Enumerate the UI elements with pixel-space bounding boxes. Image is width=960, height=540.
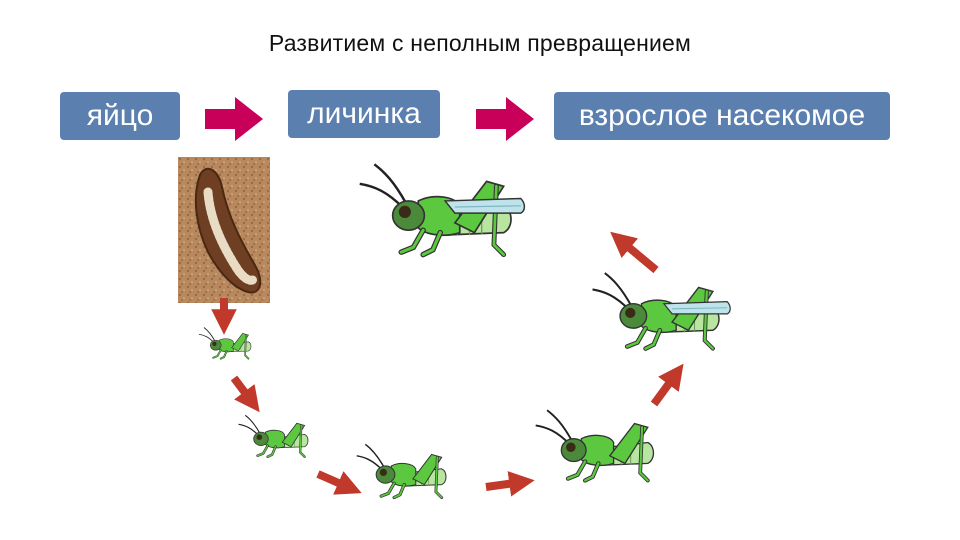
stage-arrow-1 — [205, 97, 263, 141]
stage-egg-label: яйцо — [86, 99, 154, 132]
cycle-arrow — [650, 363, 684, 407]
page-title: Развитием с неполным превращением — [268, 30, 692, 56]
stage-egg-box: яйцо — [60, 92, 180, 140]
grasshopper-icon — [536, 410, 654, 480]
stage-adult-box: взрослое насекомое — [554, 92, 890, 140]
cycle-arrow — [230, 375, 260, 413]
grasshopper-icon — [355, 442, 448, 500]
cycle-arrow — [485, 471, 535, 497]
grasshopper-icon — [237, 414, 310, 459]
stage-arrow-2 — [476, 97, 534, 141]
stage-larva-box: личинка — [288, 90, 440, 138]
grasshopper-icon — [197, 326, 252, 360]
stage-larva-label: личинка — [307, 97, 421, 130]
egg-pod-image — [178, 157, 270, 303]
cycle-arrow — [316, 470, 362, 495]
grasshopper-icon — [593, 273, 731, 348]
grasshopper-icon — [360, 164, 525, 254]
stage-adult-label: взрослое насекомое — [578, 99, 866, 132]
cycle-arrow — [610, 231, 659, 274]
